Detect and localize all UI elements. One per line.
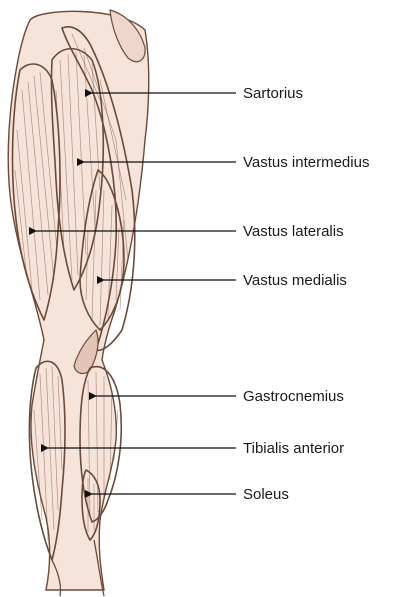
leg-illustration xyxy=(8,10,149,596)
label-vastus-intermedius: Vastus intermedius xyxy=(243,154,369,171)
label-soleus: Soleus xyxy=(243,486,289,503)
label-sartorius: Sartorius xyxy=(243,85,303,102)
label-vastus-lateralis: Vastus lateralis xyxy=(243,223,344,240)
label-tibialis-anterior: Tibialis anterior xyxy=(243,440,344,457)
label-vastus-medialis: Vastus medialis xyxy=(243,272,347,289)
labels: Sartorius Vastus intermedius Vastus late… xyxy=(243,85,369,503)
label-gastrocnemius: Gastrocnemius xyxy=(243,388,344,405)
